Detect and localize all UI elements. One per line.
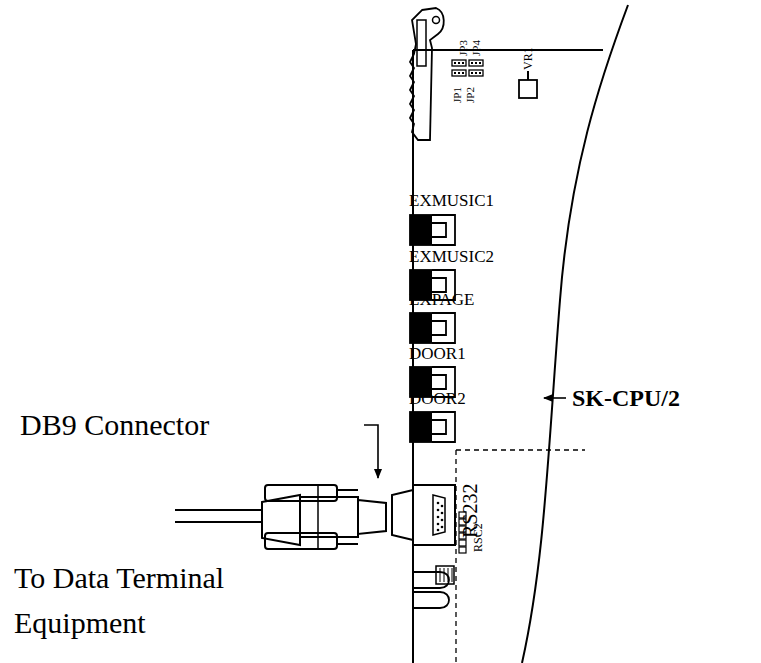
part-label: DOOR2: [409, 390, 466, 407]
part-label: EXMUSIC2: [409, 248, 494, 265]
rotated-label: JP1: [452, 87, 463, 103]
rotated-label: VR1: [522, 47, 534, 70]
part-label: DOOR1: [409, 345, 466, 362]
rotated-label: JP4: [471, 40, 482, 56]
rotated-label: JP2: [465, 87, 476, 103]
part-label: EXMUSIC1: [409, 192, 494, 209]
rotated-label: JP3: [458, 40, 469, 56]
part-label: EXPAGE: [409, 291, 475, 308]
part-label: SK-CPU/2: [572, 386, 680, 410]
part-label: To Data Terminal Equipment: [14, 555, 314, 645]
part-label: DB9 Connector: [20, 410, 209, 440]
rotated-label: RSC2: [472, 523, 484, 552]
